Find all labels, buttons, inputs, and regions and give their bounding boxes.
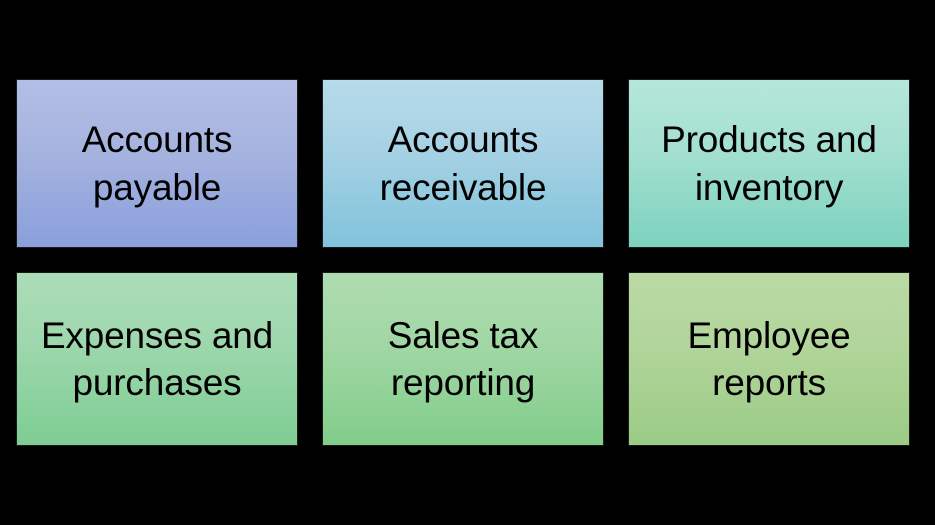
box-expenses-and-purchases-label: Expenses and purchases [40, 314, 274, 403]
box-expenses-and-purchases[interactable]: Expenses and purchases [16, 272, 298, 446]
box-products-and-inventory-label: Products and inventory [661, 119, 877, 208]
box-accounts-receivable[interactable]: Accounts receivable [322, 79, 604, 248]
box-sales-tax-reporting-label: Sales tax reporting [387, 314, 539, 403]
box-sales-tax-reporting[interactable]: Sales tax reporting [322, 272, 604, 446]
box-accounts-payable[interactable]: Accounts payable [16, 79, 298, 248]
box-products-and-inventory[interactable]: Products and inventory [628, 79, 910, 248]
box-employee-reports-label: Employee reports [687, 314, 851, 403]
box-accounts-receivable-label: Accounts receivable [379, 119, 547, 208]
function-box-grid: Accounts payable Accounts receivable Pro… [16, 79, 920, 446]
box-employee-reports[interactable]: Employee reports [628, 272, 910, 446]
box-accounts-payable-label: Accounts payable [81, 119, 233, 208]
